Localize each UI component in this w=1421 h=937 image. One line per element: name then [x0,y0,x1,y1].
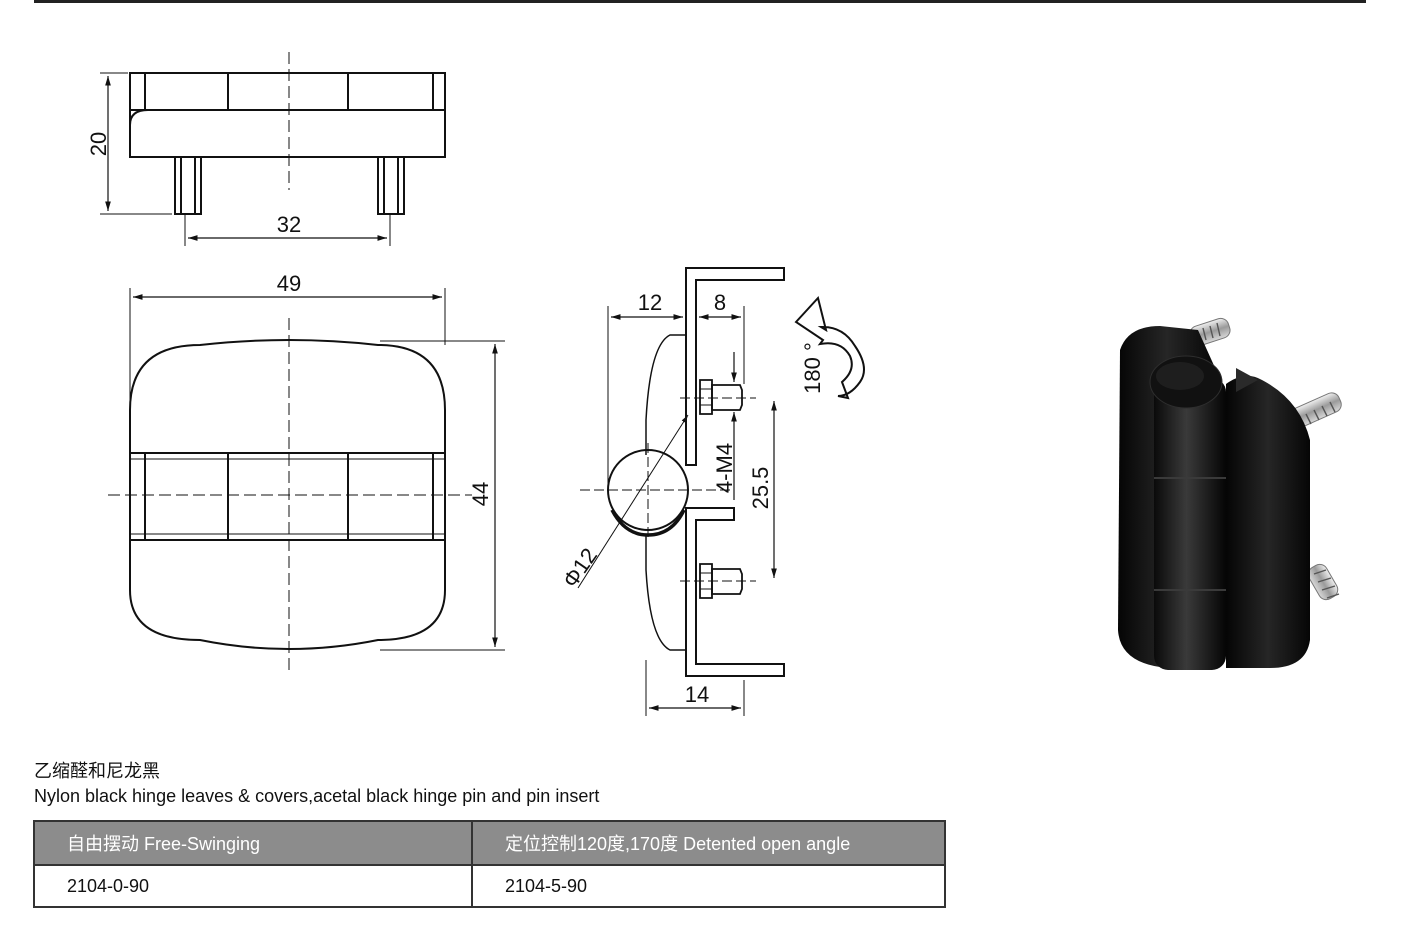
front-view-knuckles [129,452,446,541]
material-description-cn: 乙缩醛和尼龙黑 [34,761,160,782]
dim-offset-right: 8 [714,290,726,315]
table-cell-free-swinging-code: 2104-0-90 [33,864,473,908]
front-view-upper-leaf [129,339,446,455]
dim-pin-spacing: 32 [277,212,301,237]
rotation-angle-label: 180 ° [800,342,825,394]
front-view-dimensions: 49 44 [108,271,505,672]
table-header-row: 自由摆动 Free-Swinging 定位控制120度,170度 Detente… [33,820,946,866]
side-view-leaf [129,109,446,158]
dim-pin-diameter: Φ12 [558,543,603,592]
side-view-pin-right [377,156,405,215]
hinge-product-image [1118,317,1342,670]
section-screw-upper [711,384,743,411]
dim-screw-spacing: 25.5 [748,467,773,510]
hinge-right-leaf [1226,375,1310,668]
variant-table: 自由摆动 Free-Swinging 定位控制120度,170度 Detente… [33,820,946,908]
table-cell-detented-code: 2104-5-90 [471,864,946,908]
table-header-detented: 定位控制120度,170度 Detented open angle [471,820,946,866]
dim-offset-left: 12 [638,290,662,315]
rotation-arrow-icon [794,295,865,400]
side-view-pin-left [174,156,202,215]
material-description-en: Nylon black hinge leaves & covers,acetal… [34,786,600,806]
table-row: 2104-0-90 2104-5-90 [33,864,946,908]
hinge-knuckle [1154,378,1226,670]
section-screw-lower [711,568,743,595]
dim-height-front: 44 [468,482,493,506]
section-view-dimensions: 12 8 4-M4 25.5 Φ12 14 [558,290,777,716]
front-view-lower-leaf [129,540,446,650]
dim-width: 49 [277,271,301,296]
section-lower-leaf [645,535,686,651]
table-header-free-swinging: 自由摆动 Free-Swinging [33,820,473,866]
dim-screw-spec: 4-M4 [712,443,737,493]
dim-height-side: 20 [86,132,111,156]
dim-bottom-depth: 14 [685,682,709,707]
side-view [129,72,446,215]
section-screw-lower-head [699,563,713,599]
section-upper-bracket [685,267,785,466]
section-screw-upper-head [699,379,713,415]
side-view-knuckles [129,72,446,111]
section-lower-bracket [685,507,785,677]
side-view-dimensions: 20 32 [86,52,391,246]
section-upper-leaf [645,334,686,455]
top-rule [34,0,1366,3]
